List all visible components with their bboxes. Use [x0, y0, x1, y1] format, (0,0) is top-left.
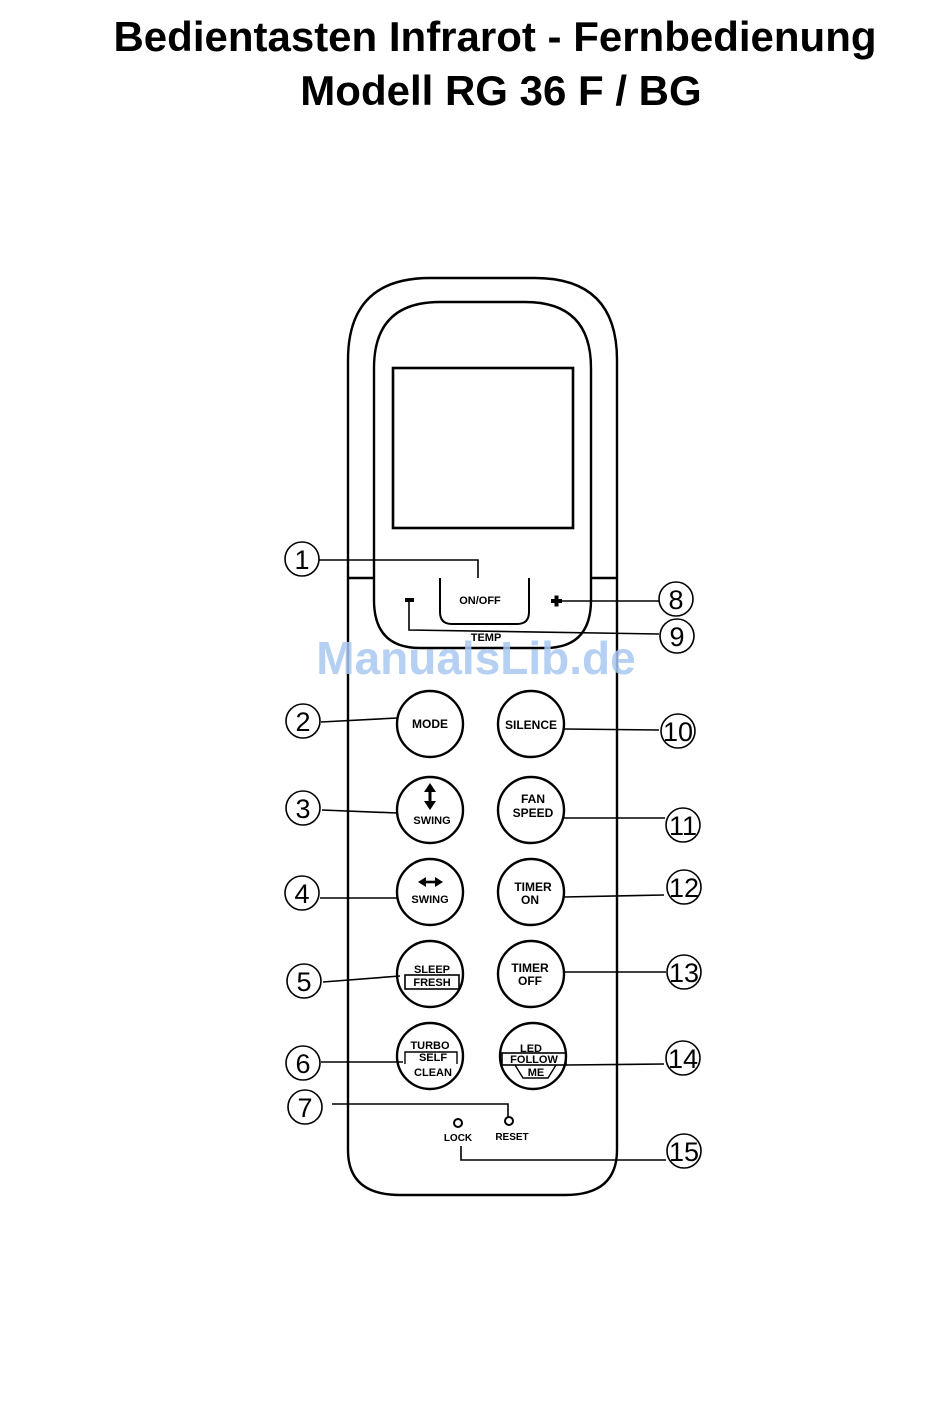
fan-label: FAN: [521, 792, 545, 806]
onoff-button[interactable]: ON/OFF: [440, 578, 529, 624]
svg-text:5: 5: [296, 967, 311, 997]
svg-text:1: 1: [294, 545, 309, 575]
swing-horizontal-label: SWING: [411, 894, 448, 906]
callout-3: 3: [286, 791, 320, 825]
onoff-label: ON/OFF: [459, 595, 501, 607]
svg-text:13: 13: [669, 958, 699, 988]
callout-9: 9: [660, 619, 694, 653]
remote-body: [348, 278, 617, 1195]
svg-text:8: 8: [668, 585, 683, 615]
callout-2: 2: [286, 704, 320, 738]
svg-text:2: 2: [295, 707, 310, 737]
timer-on-label-2: ON: [521, 893, 539, 907]
svg-text:11: 11: [669, 811, 697, 841]
callout-8: 8: [659, 582, 693, 616]
callout-4: 4: [285, 876, 319, 910]
callout-10: 10: [661, 714, 695, 748]
sleep-fresh-button[interactable]: SLEEP FRESH: [397, 941, 463, 1007]
svg-text:12: 12: [669, 873, 699, 903]
silence-button[interactable]: SILENCE: [498, 691, 564, 757]
timer-off-label-1: TIMER: [511, 961, 549, 975]
swing-horizontal-button[interactable]: SWING: [397, 859, 463, 925]
svg-text:3: 3: [295, 794, 310, 824]
svg-text:15: 15: [669, 1137, 699, 1167]
callout-14: 14: [666, 1041, 700, 1075]
fresh-label: FRESH: [413, 977, 450, 989]
speed-label: SPEED: [513, 806, 554, 820]
mode-label: MODE: [412, 717, 448, 731]
led-followme-button[interactable]: LED FOLLOW ME: [500, 1023, 566, 1089]
callout-5: 5: [287, 964, 321, 998]
self-label: SELF: [419, 1052, 447, 1064]
lcd-screen: [393, 368, 573, 528]
callout-1: 1: [285, 542, 319, 576]
callout-11: 11: [666, 808, 700, 842]
lock-button[interactable]: LOCK: [444, 1119, 473, 1144]
reset-label: RESET: [495, 1132, 528, 1143]
timer-on-label-1: TIMER: [514, 880, 552, 894]
svg-text:4: 4: [294, 879, 309, 909]
swing-vertical-button[interactable]: SWING: [397, 777, 463, 843]
swing-vertical-label: SWING: [413, 815, 450, 827]
watermark: ManualsLib.de: [316, 632, 635, 684]
callout-7: 7: [288, 1090, 322, 1124]
fan-speed-button[interactable]: FAN SPEED: [498, 777, 564, 843]
me-label: ME: [528, 1067, 545, 1079]
follow-label: FOLLOW: [510, 1054, 558, 1066]
mode-button[interactable]: MODE: [397, 691, 463, 757]
lock-label: LOCK: [444, 1133, 473, 1144]
timer-off-button[interactable]: TIMER OFF: [498, 941, 564, 1007]
callout-12: 12: [667, 870, 701, 904]
turbo-label: TURBO: [410, 1040, 450, 1052]
reset-button[interactable]: RESET: [495, 1117, 528, 1143]
silence-label: SILENCE: [505, 718, 557, 732]
temp-plus-button[interactable]: [551, 596, 562, 607]
clean-label: CLEAN: [414, 1067, 452, 1079]
callout-15: 15: [667, 1134, 701, 1168]
svg-text:9: 9: [669, 622, 684, 652]
svg-text:6: 6: [295, 1049, 310, 1079]
svg-text:10: 10: [663, 717, 693, 747]
turbo-selfclean-button[interactable]: TURBO SELF CLEAN: [397, 1023, 463, 1089]
callout-6: 6: [286, 1046, 320, 1080]
plus-icon: [551, 596, 562, 607]
svg-text:14: 14: [668, 1044, 698, 1074]
svg-text:7: 7: [297, 1093, 312, 1123]
timer-on-button[interactable]: TIMER ON: [498, 859, 564, 925]
timer-off-label-2: OFF: [518, 974, 542, 988]
callout-13: 13: [667, 955, 701, 989]
